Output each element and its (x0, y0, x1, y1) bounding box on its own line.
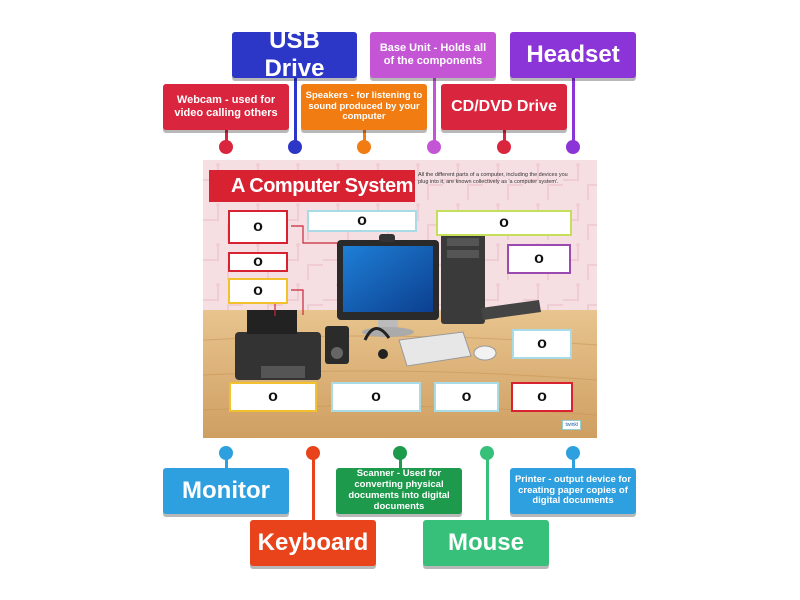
printer-label[interactable]: Printer - output device for creating pap… (510, 468, 636, 514)
scanner-connector (399, 456, 402, 470)
drop-zone[interactable]: o (229, 382, 317, 412)
drop-zone[interactable]: o (507, 244, 571, 274)
monitor-pin (219, 446, 233, 460)
computer-system-poster: A Computer System All the different part… (203, 160, 597, 438)
base-unit-connector (433, 78, 436, 144)
drop-zone[interactable]: o (228, 252, 288, 272)
usb-drive-label[interactable]: USB Drive (232, 27, 357, 82)
base-unit-label[interactable]: Base Unit - Holds all of the components (370, 32, 496, 78)
drop-zone[interactable]: o (434, 382, 499, 412)
drop-zone[interactable]: o (228, 210, 288, 244)
speakers-connector (363, 128, 366, 144)
scanner-label[interactable]: Scanner - Used for converting physical d… (336, 468, 462, 514)
poster-logo: twinkl (562, 420, 581, 430)
usb-connector (294, 78, 297, 144)
speakers-pin (357, 140, 371, 154)
cddvd-drive-label[interactable]: CD/DVD Drive (441, 84, 567, 130)
poster-subtitle: All the different parts of a computer, i… (418, 172, 568, 185)
webcam-pin (219, 140, 233, 154)
cddvd-connector (503, 128, 506, 144)
drop-zone[interactable]: o (307, 210, 417, 232)
keyboard-pin (306, 446, 320, 460)
webcam-label[interactable]: Webcam - used for video calling others (163, 84, 289, 130)
printer-connector (572, 456, 575, 470)
headset-pin (566, 140, 580, 154)
drop-zone[interactable]: o (511, 382, 573, 412)
mouse-connector (486, 456, 489, 522)
monitor-label[interactable]: Monitor (163, 468, 289, 514)
drop-zone[interactable]: o (436, 210, 572, 236)
mouse-label[interactable]: Mouse (423, 520, 549, 566)
headset-label[interactable]: Headset (510, 32, 636, 78)
printer-pin (566, 446, 580, 460)
keyboard-connector (312, 456, 315, 522)
scanner-pin (393, 446, 407, 460)
headset-connector (572, 78, 575, 144)
monitor-connector (225, 456, 228, 470)
cddvd-pin (497, 140, 511, 154)
mouse-pin (480, 446, 494, 460)
webcam-connector (225, 128, 228, 144)
drop-zone[interactable]: o (228, 278, 288, 304)
keyboard-label[interactable]: Keyboard (250, 520, 376, 566)
base-unit-pin (427, 140, 441, 154)
poster-title: A Computer System (209, 170, 415, 202)
drop-zone[interactable]: o (331, 382, 421, 412)
drop-zone[interactable]: o (512, 329, 572, 359)
usb-pin (288, 140, 302, 154)
speakers-label[interactable]: Speakers - for listening to sound produc… (301, 84, 427, 130)
